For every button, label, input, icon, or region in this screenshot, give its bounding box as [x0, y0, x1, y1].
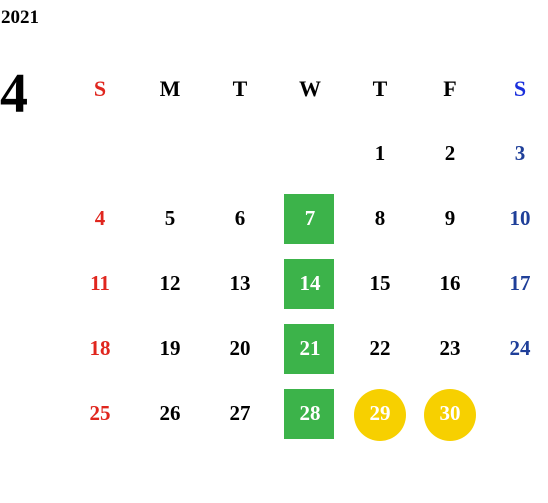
day-number: 24 [509, 336, 531, 360]
day-cell[interactable]: 14 [275, 258, 345, 310]
day-number: 17 [509, 271, 531, 295]
empty-day-cell [65, 128, 135, 180]
day-number: 16 [439, 271, 461, 295]
day-cell[interactable]: 29 [345, 388, 415, 441]
empty-day-cell [275, 128, 345, 180]
day-number: 20 [229, 336, 251, 360]
day-number: 9 [444, 206, 456, 230]
day-number: 4 [94, 206, 106, 230]
weekday-header-mon: M [159, 75, 181, 101]
day-number: 2 [444, 141, 456, 165]
day-cell[interactable]: 3 [485, 128, 548, 180]
day-number: 10 [509, 206, 531, 230]
day-cell[interactable]: 15 [345, 258, 415, 310]
day-number: 6 [234, 206, 246, 230]
day-number: 21 [299, 336, 321, 360]
day-cell[interactable]: 30 [415, 388, 485, 441]
day-number: 19 [159, 336, 181, 360]
day-cell[interactable]: 10 [485, 193, 548, 245]
weekday-header-thu: T [372, 75, 388, 101]
week-row: 18 19 20 21 22 23 24 [65, 316, 548, 381]
weekday-header-wed: W [299, 75, 321, 101]
day-cell[interactable]: 25 [65, 388, 135, 440]
day-cell[interactable]: 12 [135, 258, 205, 310]
day-cell[interactable]: 4 [65, 193, 135, 245]
day-number: 29 [369, 401, 391, 425]
day-cell[interactable]: 28 [275, 388, 345, 440]
day-number: 8 [374, 206, 386, 230]
day-number: 22 [369, 336, 391, 360]
day-number: 15 [369, 271, 391, 295]
day-cell[interactable]: 7 [275, 193, 345, 245]
day-cell[interactable]: 1 [345, 128, 415, 180]
day-cell[interactable]: 19 [135, 323, 205, 375]
day-cell[interactable]: 23 [415, 323, 485, 375]
day-cell[interactable]: 2 [415, 128, 485, 180]
month-label: 4 [0, 63, 28, 125]
day-number: 27 [229, 401, 251, 425]
day-cell[interactable]: 11 [65, 258, 135, 310]
day-cell[interactable]: 6 [205, 193, 275, 245]
day-cell[interactable]: 9 [415, 193, 485, 245]
day-cell[interactable]: 18 [65, 323, 135, 375]
day-cell[interactable]: 13 [205, 258, 275, 310]
day-cell[interactable]: 22 [345, 323, 415, 375]
day-number: 13 [229, 271, 251, 295]
day-number: 30 [439, 401, 461, 425]
day-cell[interactable]: 16 [415, 258, 485, 310]
day-number: 25 [89, 401, 111, 425]
day-number: 12 [159, 271, 181, 295]
day-number: 3 [514, 141, 526, 165]
week-row: 11 12 13 14 15 16 17 [65, 251, 548, 316]
empty-day-cell [135, 128, 205, 180]
day-cell[interactable]: 20 [205, 323, 275, 375]
year-label: 2021 [1, 7, 39, 28]
day-number: 7 [304, 206, 316, 230]
week-row: 4 5 6 7 8 9 10 [65, 186, 548, 251]
weekday-header-sun: S [93, 75, 107, 101]
day-cell[interactable]: 5 [135, 193, 205, 245]
day-number: 18 [89, 336, 111, 360]
day-cell[interactable]: 8 [345, 193, 415, 245]
day-cell[interactable]: 27 [205, 388, 275, 440]
day-cell[interactable]: 17 [485, 258, 548, 310]
empty-day-cell [485, 388, 548, 440]
day-number: 5 [164, 206, 176, 230]
week-row: 25 26 27 28 29 30 [65, 381, 548, 446]
day-number: 26 [159, 401, 181, 425]
day-number: 1 [374, 141, 386, 165]
day-cell[interactable]: 24 [485, 323, 548, 375]
day-number: 14 [299, 271, 321, 295]
week-row: 1 2 3 [65, 121, 548, 186]
day-number: 11 [90, 271, 110, 295]
weekday-header-fri: F [443, 75, 457, 101]
day-number: 28 [299, 401, 321, 425]
day-cell[interactable]: 26 [135, 388, 205, 440]
weekday-header-sat: S [513, 75, 527, 101]
empty-day-cell [205, 128, 275, 180]
weekday-header-row: S M T W T F S [65, 56, 548, 121]
day-cell[interactable]: 21 [275, 323, 345, 375]
weekday-header-tue: T [232, 75, 248, 101]
day-number: 23 [439, 336, 461, 360]
